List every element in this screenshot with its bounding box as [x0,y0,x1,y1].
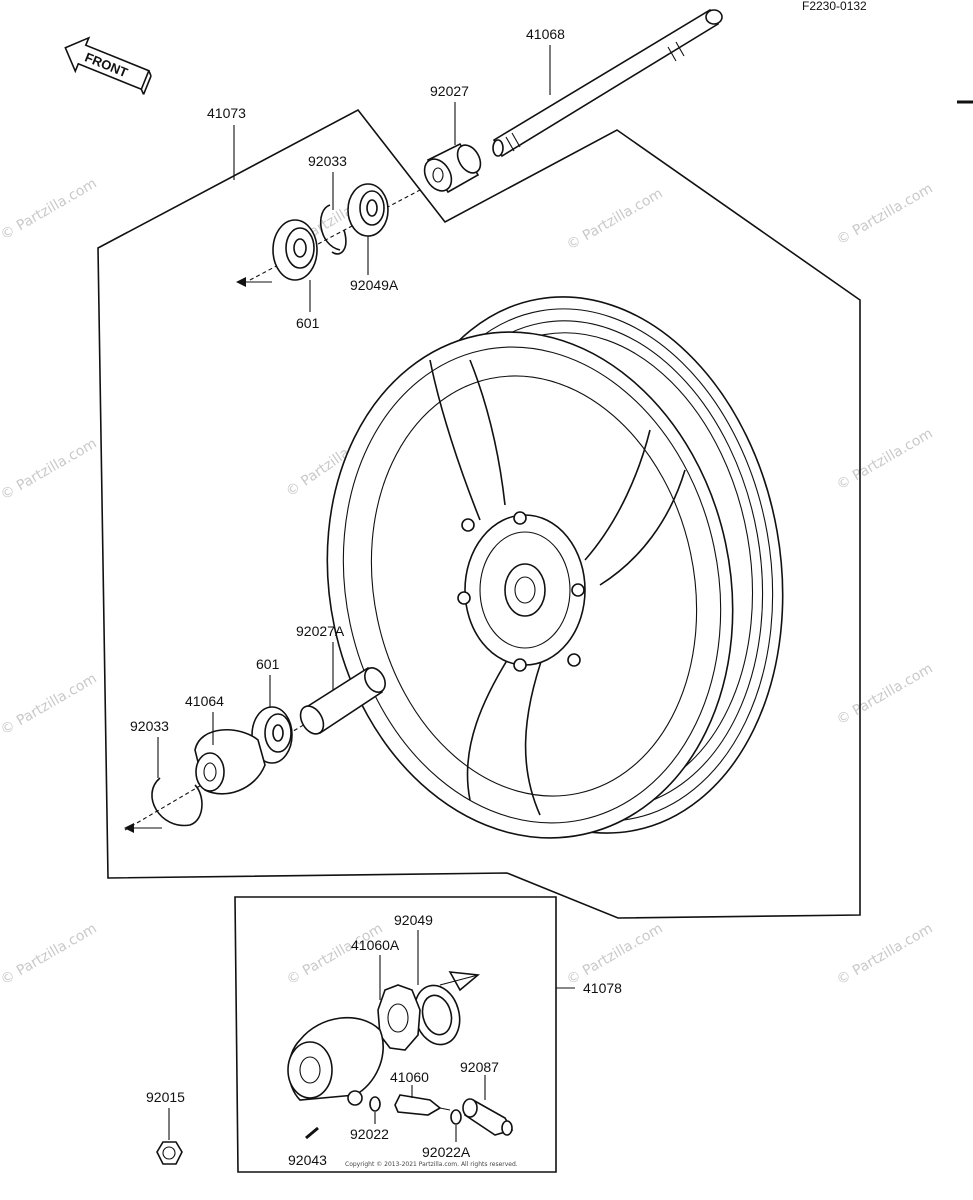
label-92033-bottom: 92033 [130,718,169,734]
label-41068: 41068 [526,26,565,42]
washer-92022A [450,1109,462,1125]
seal-92049A [347,183,389,237]
arrow-gear-icon [448,971,480,992]
watermark: © Partzilla.com [564,186,666,254]
copyright-line: Copyright © 2013-2021 Partzilla.com. All… [345,1161,518,1168]
gear-assembly-outline [234,896,557,1173]
front-arrow-icon [64,36,150,91]
watermark: © Partzilla.com [834,921,936,989]
gear-housing [287,1016,384,1106]
label-92049: 92049 [394,912,433,928]
collar-41064 [194,729,266,795]
watermark: © Partzilla.com [0,176,100,244]
watermark: © Partzilla.com [564,921,666,989]
collar-92027 [423,142,482,194]
label-92027A: 92027A [296,623,345,639]
label-601-top: 601 [296,315,320,331]
watermark: © Partzilla.com [284,921,386,989]
pin-92043 [305,1126,319,1140]
label-92027: 92027 [430,83,469,99]
label-41078: 41078 [583,980,622,996]
seal-92049 [413,984,461,1046]
watermark: © Partzilla.com [834,181,936,249]
pinion-41060 [394,1094,451,1116]
label-41073: 41073 [207,105,246,121]
label-41060A: 41060A [351,937,400,953]
label-92015: 92015 [146,1089,185,1105]
wheel-hub [457,511,586,672]
washer-92022 [369,1096,381,1112]
label-92087: 92087 [460,1059,499,1075]
axle-41068 [492,8,723,158]
label-92049A: 92049A [350,277,399,293]
label-41064: 41064 [185,693,224,709]
arrow-head-icon [124,823,134,833]
label-92022A: 92022A [422,1144,471,1160]
axis-line-gear [439,974,479,986]
front-arrow: FRONT [64,36,152,95]
watermark: © Partzilla.com [0,436,100,504]
watermark: © Partzilla.com [834,426,936,494]
gear-41060A [377,984,421,1051]
bushing-92087 [462,1098,514,1136]
collar-92027A [299,666,386,735]
diagram-id: F2230-0132 [802,0,867,13]
wheel-assembly-outline [97,108,861,919]
label-92033-top: 92033 [308,153,347,169]
label-41060: 41060 [390,1069,429,1085]
circlip-92033-bottom [151,777,203,827]
circlip-92033-top [319,204,347,255]
nut-92015 [156,1141,183,1165]
watermark: © Partzilla.com [834,661,936,729]
arrow-head-icon [236,277,246,287]
label-92022: 92022 [350,1126,389,1142]
watermark: © Partzilla.com [0,921,100,989]
bearing-601-bottom [251,706,293,764]
bearing-601-top [272,219,318,281]
watermark: © Partzilla.com [0,671,100,739]
label-601-bottom: 601 [256,656,280,672]
label-92043: 92043 [288,1152,327,1168]
